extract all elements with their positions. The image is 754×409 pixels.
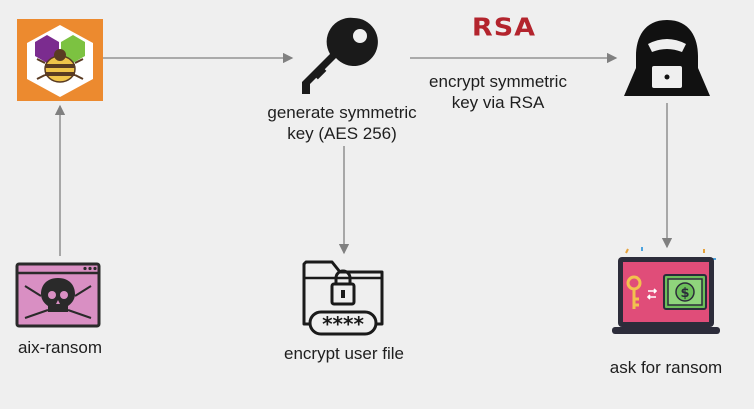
key-gen-label: generate symmetric key (AES 256) (247, 102, 437, 144)
svg-text:****: **** (322, 312, 364, 336)
locked-folder-icon: **** (302, 260, 384, 336)
hacker-laptop-skull-icon (15, 262, 101, 328)
encrypt-file-label: encrypt user file (284, 344, 404, 363)
svg-text:$: $ (680, 286, 689, 301)
key-icon (302, 17, 378, 94)
key-gen-label-line2: key (AES 256) (287, 124, 397, 143)
source-label: aix-ransom (17, 338, 103, 357)
hooded-hacker-icon (624, 20, 710, 96)
key-gen-label-line1: generate symmetric (267, 103, 417, 122)
ransom-label: ask for ransom (609, 358, 723, 377)
attacker-label-line2: key via RSA (451, 93, 545, 112)
bug-hexagon-logo-icon (17, 19, 103, 101)
rsa-logo: RSA (471, 13, 537, 42)
attacker-label-line1: encrypt symmetric (429, 72, 567, 91)
laptop-key-money-icon: $ (612, 247, 720, 334)
attacker-label: encrypt symmetric key via RSA (408, 71, 588, 113)
